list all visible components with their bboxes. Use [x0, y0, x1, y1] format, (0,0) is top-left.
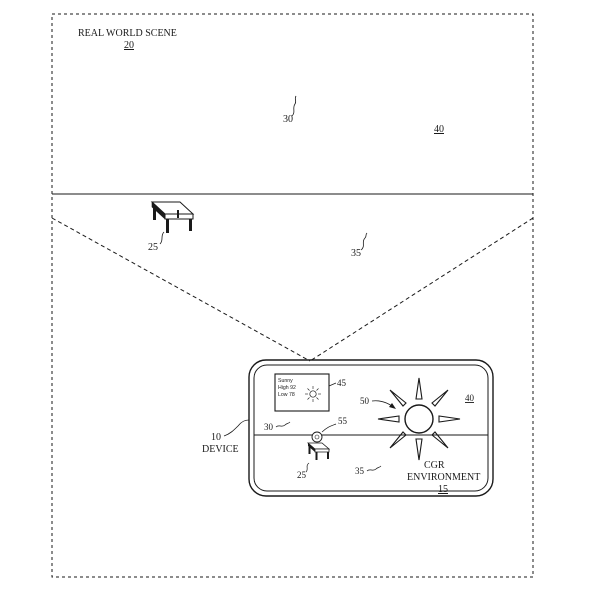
scene-ref: 20	[124, 40, 134, 51]
fov-line-right	[309, 217, 534, 362]
table-leader-25	[159, 231, 165, 245]
screen-label-35: 35	[355, 466, 365, 476]
device-body	[248, 359, 494, 497]
wall-label-30: 30	[283, 114, 293, 125]
weather-line2: High 92	[278, 385, 296, 391]
wall-leader-30	[291, 95, 297, 117]
floor-label-35: 35	[351, 248, 361, 259]
device-name: DEVICE	[202, 444, 239, 455]
cgr-ref: 15	[438, 484, 448, 495]
screen-leader-50	[371, 400, 393, 407]
table-label-25: 25	[148, 242, 158, 253]
cgr-line2: ENVIRONMENT	[407, 472, 480, 483]
device-leader	[223, 419, 250, 437]
floor-leader-35	[360, 232, 368, 251]
cgr-line1: CGR	[424, 460, 445, 471]
screen-table-icon	[306, 442, 331, 460]
screen-leader-30	[275, 421, 291, 428]
virtual-sun-icon	[377, 377, 461, 461]
screen-label-25: 25	[297, 470, 307, 480]
screen-label-55: 55	[338, 416, 348, 426]
weather-card	[274, 373, 330, 412]
screen-leader-45	[328, 382, 337, 387]
screen-leader-25	[305, 462, 310, 473]
screen-label-50: 50	[360, 396, 370, 406]
device-screen	[253, 364, 489, 492]
scene-title: REAL WORLD SCENE	[78, 28, 177, 39]
fov-line-left	[51, 217, 311, 362]
wall-label-40: 40	[434, 124, 444, 135]
weather-sun-icon	[305, 386, 321, 402]
screen-leader-35	[366, 465, 382, 472]
weather-line3: Low 78	[278, 392, 295, 398]
screen-label-40: 40	[465, 393, 475, 403]
scene-border	[51, 13, 534, 578]
screen-label-30: 30	[264, 422, 274, 432]
screen-arrow-50	[389, 403, 396, 409]
virtual-object-icon	[311, 431, 323, 443]
screen-leader-55	[321, 423, 337, 433]
real-table-icon	[150, 201, 195, 233]
weather-line1: Sunny	[278, 378, 293, 384]
device-ref: 10	[211, 432, 221, 443]
screen-label-45: 45	[337, 378, 347, 388]
